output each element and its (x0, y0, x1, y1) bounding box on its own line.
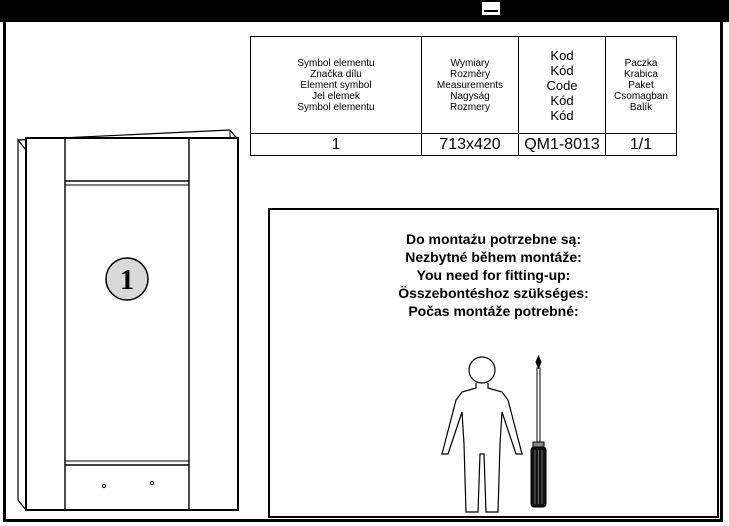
header-symbol-en: Element symbol (300, 79, 372, 91)
screwdriver-icon (530, 354, 547, 508)
header-symbol: Symbol elementu Značka dílu Element symb… (250, 36, 422, 134)
header-dimensions: Wymiary Rozměry Measurements Nagyság Roz… (421, 36, 519, 134)
header-package-sk1: Krabica (624, 68, 658, 80)
requirement-pl: Do montażu potrzebne są: (405, 231, 581, 247)
header-code-hu: Kód (550, 92, 574, 108)
requirement-sk: Počas montáže potrebné: (408, 303, 579, 319)
code-value: QM1-8013 (518, 133, 606, 156)
requirement-cz: Nezbytné během montáže: (405, 249, 582, 265)
door-panel-drawing: 1 (17, 129, 239, 512)
header-package-cz: Paket (628, 79, 654, 91)
header-dimensions-cz: Rozměry (449, 68, 490, 80)
person-icon (441, 356, 523, 513)
tools-illustration (441, 354, 547, 513)
header-code-pl: Kod (550, 47, 574, 63)
header-tab (482, 2, 500, 15)
spec-value-row: 1 713x420 QM1-8013 1/1 (250, 133, 677, 156)
header-symbol-cz: Značka dílu (310, 68, 362, 80)
header-package: Paczka Krabica Paket Csomagban Balík (605, 36, 677, 134)
header-dimensions-pl: Wymiary (450, 57, 490, 69)
header-dimensions-en: Measurements (436, 79, 504, 91)
header-symbol-pl: Symbol elementu (297, 57, 375, 69)
header-dimensions-hu: Nagyság (450, 90, 490, 102)
header-symbol-sk: Symbol elementu (297, 101, 375, 113)
header-symbol-hu: Jel elemek (312, 90, 360, 102)
element-spec-table: Symbol elementu Značka dílu Element symb… (250, 36, 677, 156)
header-package-hu: Csomagban (614, 90, 668, 102)
element-symbol-value: 1 (250, 133, 422, 156)
top-header-bar (0, 0, 729, 22)
header-code: Kod Kód Code Kód Kód (518, 36, 606, 134)
tools-info-box: Do montażu potrzebne są: Nezbytné během … (268, 208, 719, 518)
page-frame (3, 22, 723, 522)
header-dimensions-sk: Rozmery (449, 101, 490, 113)
header-mark (484, 10, 498, 12)
element-number-marker: 1 (105, 257, 149, 301)
header-code-en: Code (546, 77, 578, 93)
header-code-cz: Kód (550, 62, 574, 78)
header-package-pl: Paczka (624, 57, 658, 69)
requirement-hu: Összebontéshoz szükséges: (398, 285, 589, 301)
package-value: 1/1 (605, 133, 677, 156)
header-code-sk: Kód (550, 107, 574, 123)
spec-header-row: Symbol elementu Značka dílu Element symb… (250, 36, 677, 134)
marker-number: 1 (120, 265, 134, 296)
requirement-en: You need for fitting-up: (416, 267, 571, 283)
dimensions-value: 713x420 (421, 133, 519, 156)
header-package-sk2: Balík (629, 101, 653, 113)
requirements-text: Do montażu potrzebne są: Nezbytné během … (270, 230, 717, 320)
